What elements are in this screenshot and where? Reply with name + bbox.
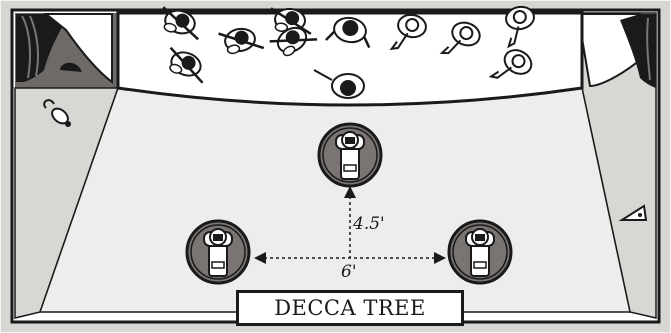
- outer-spacing-label: 6': [341, 262, 357, 282]
- stage-floor: [38, 87, 631, 313]
- curtain-icon: [576, 13, 656, 88]
- arrow-right-icon: [434, 252, 446, 264]
- diagram-title-text: DECCA TREE: [274, 296, 426, 320]
- microphone-icon: [447, 219, 513, 285]
- curtain-icon: [16, 13, 113, 85]
- center-offset-label: 4.5': [353, 214, 385, 234]
- orchestra-musicians: [156, 3, 540, 99]
- mouse-icon: [43, 99, 71, 127]
- conductor-icon: [313, 69, 365, 99]
- cheese-icon: [618, 204, 648, 221]
- arrow-up-icon: [344, 186, 356, 198]
- microphone-icon: [185, 219, 251, 285]
- arrow-left-icon: [254, 252, 266, 264]
- microphone-icon: [317, 122, 383, 188]
- diagram-title: DECCA TREE: [236, 290, 464, 326]
